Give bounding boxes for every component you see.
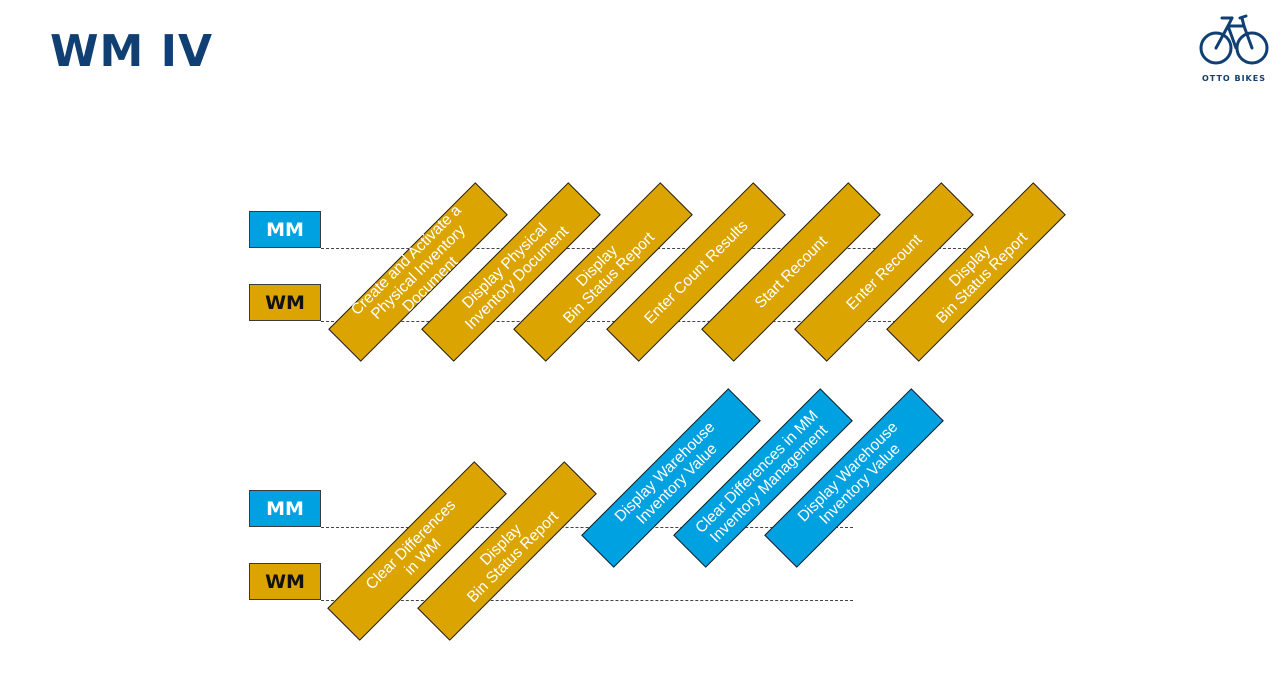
bicycle-icon [1199, 14, 1269, 65]
company-logo: OTTO BIKES [1198, 12, 1270, 88]
wm-lane-line [321, 321, 901, 322]
page-title: WM IV [50, 26, 214, 77]
logo-text: OTTO BIKES [1202, 74, 1266, 83]
lane-label-mm: MM [249, 211, 321, 248]
wm-lane-line [321, 600, 853, 601]
lane-label-wm: WM [249, 284, 321, 321]
lane-label-mm: MM [249, 490, 321, 527]
lane-label-wm: WM [249, 563, 321, 600]
